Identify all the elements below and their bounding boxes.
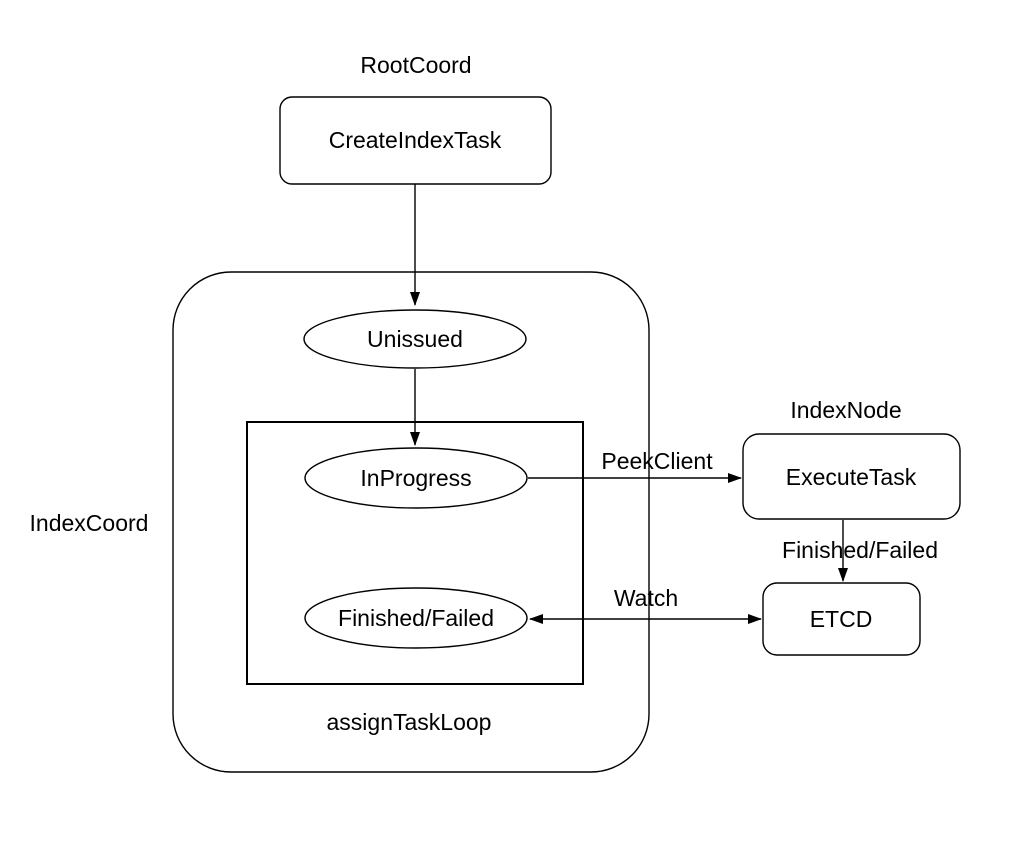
finished-failed-edge-label: Finished/Failed bbox=[782, 537, 938, 563]
assign-task-loop-label: assignTaskLoop bbox=[327, 709, 492, 735]
create-index-task-label: CreateIndexTask bbox=[329, 127, 502, 153]
in-progress-ellipse bbox=[304, 447, 528, 509]
etcd-box bbox=[762, 582, 921, 656]
finished-failed-ellipse bbox=[304, 587, 528, 649]
execute-task-label: ExecuteTask bbox=[786, 464, 917, 490]
execute-task-box bbox=[742, 433, 961, 520]
unissued-ellipse bbox=[303, 309, 527, 369]
indexcoord-container-box bbox=[172, 271, 650, 773]
rootcoord-group-label: RootCoord bbox=[360, 52, 471, 78]
watch-edge-label: Watch bbox=[614, 585, 678, 611]
in-progress-label: InProgress bbox=[360, 465, 471, 491]
unissued-label: Unissued bbox=[367, 326, 463, 352]
finished-failed-label: Finished/Failed bbox=[338, 605, 494, 631]
etcd-label: ETCD bbox=[810, 606, 873, 632]
unissued-node: Unissued bbox=[303, 309, 527, 369]
execute-task-node: ExecuteTask bbox=[742, 433, 961, 520]
finished-failed-node: Finished/Failed bbox=[304, 587, 528, 649]
etcd-node: ETCD bbox=[762, 582, 921, 656]
indexcoord-group-label: IndexCoord bbox=[30, 510, 149, 536]
create-index-task-node: CreateIndexTask bbox=[279, 96, 552, 185]
peek-client-edge-label: PeekClient bbox=[601, 448, 713, 474]
in-progress-node: InProgress bbox=[304, 447, 528, 509]
indexnode-group-label: IndexNode bbox=[790, 397, 901, 423]
